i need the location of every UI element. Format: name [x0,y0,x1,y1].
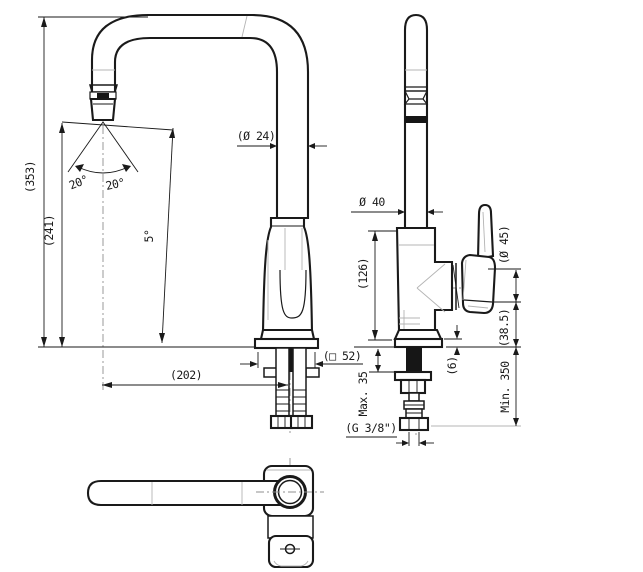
spray-cone: 20° 20° [67,121,139,193]
side-supply-hoses [263,347,320,430]
base-square-label: (□ 52) [323,349,362,363]
side-base-plate [253,328,320,350]
handle [460,203,497,315]
spray-angle-right-label: 20° [104,175,126,193]
spout-tube [90,13,310,220]
supply-thread-label: (G 3/8") [345,421,396,435]
side-view-dimensions: (353) (241) 5° (Ø 24) (202) (□ 52) [23,16,363,388]
spray-angle-left-label: 20° [67,172,90,192]
spout-reach-label: (202) [170,368,202,382]
front-shank-hose [393,347,433,432]
top-lever [86,479,300,507]
spout-tilt-label: 5° [142,230,156,243]
spout-bend-seam [241,15,248,38]
aerator [89,84,118,122]
max-deck-label: Max. 35 [356,372,370,417]
handle-lever [476,203,495,261]
front-spout-column [403,13,429,230]
front-base-plate [393,328,444,349]
side-view: 20° 20° [67,13,320,436]
top-view [86,458,324,570]
body-dia-label: Ø 40 [359,195,385,209]
front-view-dimensions: Ø 40 (126) Max. 35 (6) (Ø 45) ( [345,195,521,446]
spout-tube-dia-label: (Ø 24) [237,129,276,143]
top-connector [267,515,314,539]
front-view [393,13,497,438]
handle-dia-label: (Ø 45) [497,226,511,265]
handle-clearance-label: (38.5) [497,309,511,348]
front-body [395,226,460,332]
baseplate-height-label: (6) [445,356,459,375]
handle-housing [460,253,497,315]
min-hose-label: Min. 350 [498,361,512,413]
spout-outlet-height-label: (241) [42,215,56,247]
body-height-label: (126) [356,258,370,290]
overall-height-label: (353) [23,161,37,193]
side-body [261,216,314,334]
